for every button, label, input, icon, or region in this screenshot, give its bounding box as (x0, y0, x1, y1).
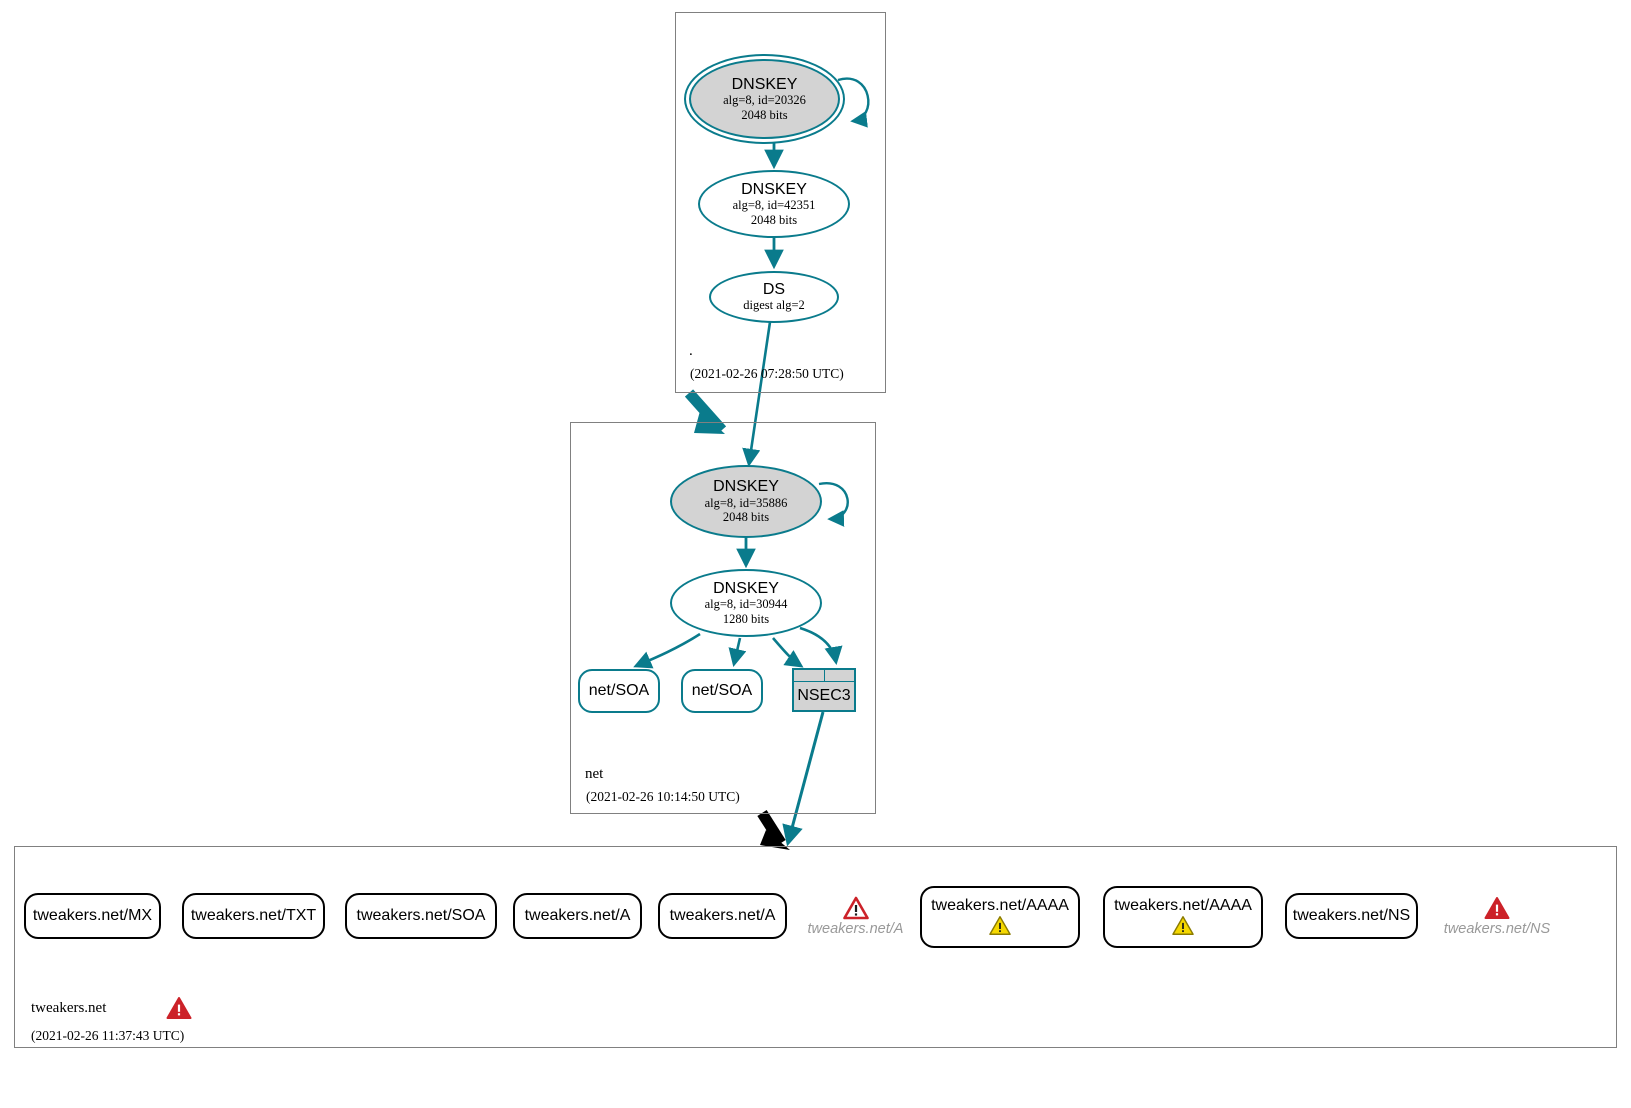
node-subtitle-bits: 2048 bits (741, 107, 788, 122)
zone-label-net: net (585, 766, 604, 782)
node-tweakers-ns[interactable]: tweakers.net/NS (1285, 893, 1418, 939)
edge-net-zsk-to-soa-2 (728, 637, 747, 667)
node-root-ds[interactable]: DS digest alg=2 (709, 271, 839, 323)
rrset-label: tweakers.net/A (669, 906, 776, 924)
node-subtitle-bits: 1280 bits (722, 611, 770, 626)
node-title: DS (762, 281, 786, 299)
zone-cluster-root (675, 12, 886, 393)
zone-timestamp-tweakers: (2021-02-26 11:37:43 UTC) (31, 1028, 185, 1043)
node-root-ksk-dnskey[interactable]: DNSKEY alg=8, id=20326 2048 bits (689, 59, 840, 139)
nsec3-label: NSEC3 (797, 687, 851, 704)
node-root-zsk-dnskey[interactable]: DNSKEY alg=8, id=42351 2048 bits (698, 170, 850, 238)
zone-timestamp-net: (2021-02-26 10:14:50 UTC) (586, 789, 740, 804)
rrset-label: net/SOA (588, 682, 650, 699)
node-tweakers-txt[interactable]: tweakers.net/TXT (182, 893, 325, 939)
nsec3-header-cell (794, 670, 824, 681)
edge-net-zsk-to-soa-1 (633, 632, 701, 669)
rrset-label: tweakers.net/SOA (356, 906, 486, 924)
node-subtitle-bits: 2048 bits (722, 510, 770, 525)
zone-footer-row: tweakers.net (31, 996, 192, 1020)
node-subtitle-digest: digest alg=2 (743, 298, 805, 313)
node-tweakers-a-2[interactable]: tweakers.net/A (658, 893, 787, 939)
edge-net-zsk-to-nsec3-a (772, 637, 804, 668)
node-subtitle-alg: alg=8, id=20326 (723, 93, 806, 108)
edge-net-zsk-to-nsec3-b (799, 626, 843, 665)
rrset-label: tweakers.net/NS (1292, 906, 1411, 924)
node-subtitle-alg: alg=8, id=30944 (704, 597, 788, 612)
rrset-label: tweakers.net/A (807, 921, 904, 937)
edge-net-ksk-self-sign (818, 482, 849, 527)
edge-net-zone-to-tweakers-zone (757, 810, 790, 850)
rrset-label: tweakers.net/MX (32, 906, 153, 924)
node-net-ksk-dnskey[interactable]: DNSKEY alg=8, id=35886 2048 bits (670, 465, 822, 538)
node-tweakers-soa[interactable]: tweakers.net/SOA (345, 893, 497, 939)
zone-label-root: . (689, 343, 693, 359)
error-outline-triangle-icon (842, 896, 869, 920)
node-title: DNSKEY (731, 75, 798, 93)
edge-root-ksk-self-sign (837, 77, 870, 128)
node-tweakers-ns-error[interactable]: tweakers.net/NS (1437, 896, 1557, 937)
warning-triangle-icon (1172, 916, 1194, 936)
zone-cluster-net (570, 422, 876, 814)
rrset-label: tweakers.net/NS (1443, 921, 1551, 937)
rrset-label: tweakers.net/AAAA (1114, 896, 1252, 914)
zone-footer-tweakers: tweakers.net (2021-02-26 11:37:43 UTC) (31, 996, 192, 1044)
edge-nsec3-to-tweakers (782, 711, 825, 847)
node-net-nsec3[interactable]: NSEC3 (792, 668, 856, 712)
node-subtitle-alg: alg=8, id=42351 (732, 198, 816, 213)
node-tweakers-aaaa-1[interactable]: tweakers.net/AAAA (920, 886, 1080, 948)
node-tweakers-mx[interactable]: tweakers.net/MX (24, 893, 161, 939)
edge-root-ds-to-net-ksk (742, 321, 772, 468)
node-net-zsk-dnskey[interactable]: DNSKEY alg=8, id=30944 1280 bits (670, 569, 822, 637)
zone-timestamp-root: (2021-02-26 07:28:50 UTC) (690, 366, 844, 381)
rrset-label: tweakers.net/TXT (190, 906, 317, 924)
nsec3-header-cell (823, 670, 854, 681)
rrset-label: tweakers.net/AAAA (931, 896, 1069, 914)
zone-label-tweakers: tweakers.net (31, 999, 107, 1016)
node-title: DNSKEY (741, 180, 807, 198)
node-tweakers-a-error[interactable]: tweakers.net/A (803, 896, 908, 937)
node-net-soa-1[interactable]: net/SOA (578, 669, 660, 713)
zone-cluster-tweakers (14, 846, 1617, 1048)
node-title: DNSKEY (713, 478, 779, 496)
error-solid-triangle-icon (1484, 897, 1510, 919)
node-subtitle-alg: alg=8, id=35886 (704, 495, 788, 510)
warning-triangle-icon (989, 916, 1011, 936)
rrset-label: tweakers.net/A (524, 906, 631, 924)
node-tweakers-a-1[interactable]: tweakers.net/A (513, 893, 642, 939)
node-title: DNSKEY (713, 579, 779, 597)
nsec3-header-row (794, 670, 854, 682)
rrset-label: net/SOA (691, 682, 753, 699)
node-tweakers-aaaa-2[interactable]: tweakers.net/AAAA (1103, 886, 1263, 948)
node-subtitle-bits: 2048 bits (750, 212, 798, 227)
node-net-soa-2[interactable]: net/SOA (681, 669, 763, 713)
error-solid-triangle-icon (166, 997, 192, 1019)
